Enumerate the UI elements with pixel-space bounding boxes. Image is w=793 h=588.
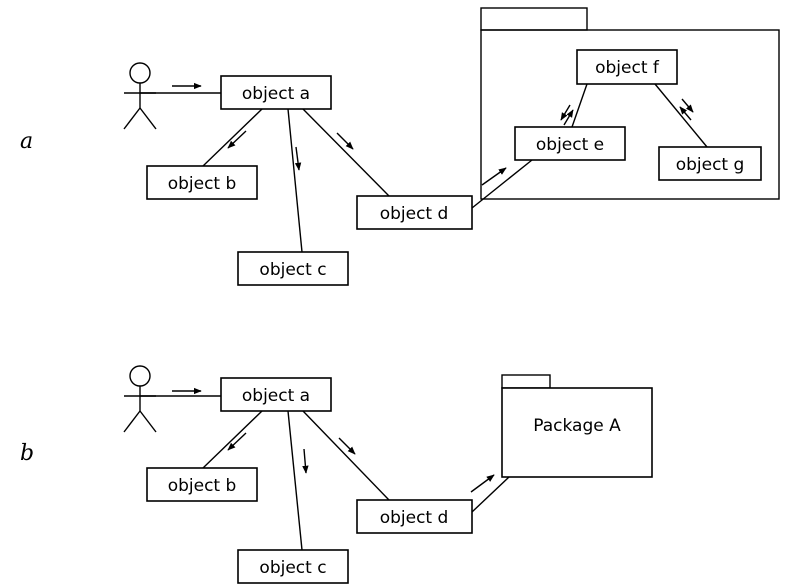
actor-icon	[123, 365, 157, 433]
message-arrow	[302, 448, 309, 474]
object-c-box: object c	[237, 251, 349, 286]
messages-a	[172, 82, 694, 186]
link-a-c	[287, 410, 303, 551]
object-e-label: object e	[536, 135, 604, 155]
link-e-f	[571, 83, 588, 128]
package-a-box: Package A	[501, 374, 653, 478]
actor-icon	[123, 62, 157, 130]
messages-b	[172, 387, 495, 493]
object-e-box: object e	[514, 126, 626, 161]
object-d-label: object d	[380, 204, 449, 224]
object-b-label: object b	[168, 174, 237, 194]
object-a-label: object a	[242, 386, 310, 406]
object-c-box: object c	[237, 549, 349, 584]
object-d-box: object d	[356, 195, 473, 230]
object-c-label: object c	[259, 558, 326, 578]
object-f-label: object f	[595, 58, 660, 78]
object-a-box: object a	[220, 75, 332, 110]
link-a-d	[302, 410, 390, 501]
message-arrow	[227, 130, 247, 149]
link-a-c	[287, 108, 303, 253]
message-arrow	[481, 167, 507, 186]
object-b-label: object b	[168, 476, 237, 496]
message-arrow	[227, 432, 247, 451]
message-arrow	[681, 98, 694, 113]
link-d-package	[471, 476, 510, 513]
link-d-e	[471, 159, 533, 209]
link-a-b	[202, 108, 263, 167]
links-a	[140, 83, 708, 253]
link-a-b	[202, 410, 263, 469]
link-f-g	[654, 83, 708, 148]
object-d-label: object d	[380, 508, 449, 528]
message-arrow	[338, 437, 356, 455]
message-arrow	[470, 474, 495, 493]
object-f-box: object f	[576, 49, 678, 85]
message-arrow	[563, 109, 574, 126]
object-a-label: object a	[242, 84, 310, 104]
links-b	[140, 395, 510, 551]
object-d-box: object d	[356, 499, 473, 534]
message-arrow	[336, 132, 354, 150]
object-b-box: object b	[146, 165, 258, 200]
object-c-label: object c	[259, 260, 326, 280]
link-a-d	[302, 108, 390, 197]
object-g-label: object g	[676, 155, 745, 175]
message-arrow	[679, 106, 692, 121]
message-arrow	[294, 146, 302, 171]
panel-label-b: b	[20, 441, 34, 466]
panel-a: a	[20, 7, 780, 286]
package-a-label: Package A	[533, 416, 621, 436]
object-g-box: object g	[658, 146, 762, 181]
object-b-box: object b	[146, 467, 258, 502]
panel-label-a: a	[20, 129, 33, 154]
message-arrow	[560, 104, 571, 121]
panel-b: b Package A	[20, 365, 653, 584]
package-frame	[480, 7, 780, 200]
object-a-box: object a	[220, 377, 332, 412]
